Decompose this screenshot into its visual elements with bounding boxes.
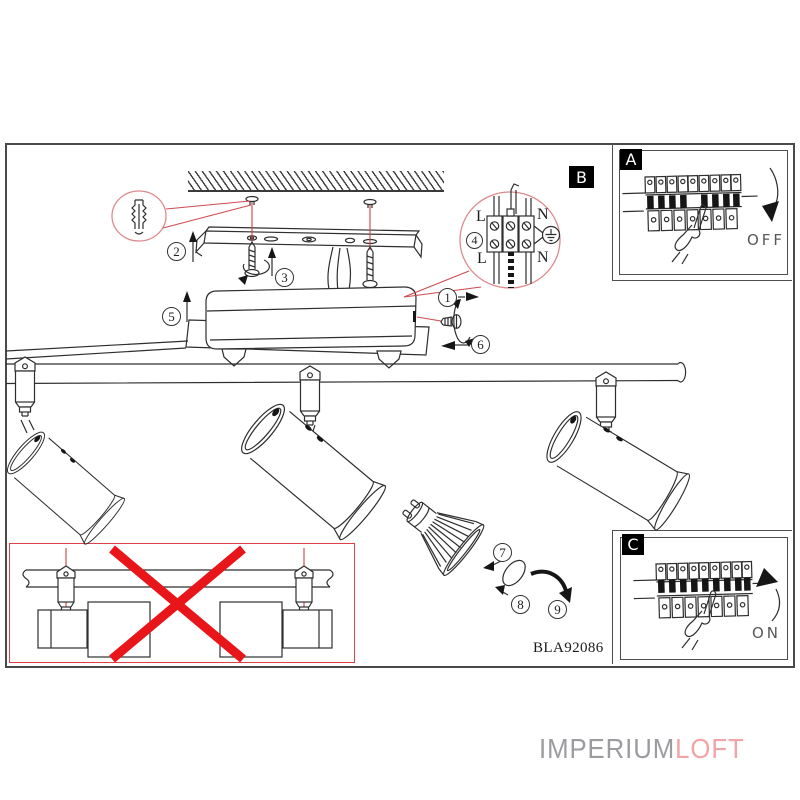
lamp-stem-1 <box>14 356 36 417</box>
gu10-bulb <box>402 499 485 577</box>
arrow-step7 <box>483 560 502 571</box>
mounting-bracket <box>195 226 423 259</box>
wall-plug-icon <box>131 199 147 235</box>
lamp-stem-3 <box>595 371 617 432</box>
inset-c-cell-top <box>612 530 792 531</box>
earth-ground-icon <box>541 225 561 245</box>
arrow-step6 <box>441 341 468 350</box>
diagram-outer-frame <box>5 143 795 668</box>
inset-a-cell-bottom <box>612 280 792 281</box>
off-label: OFF <box>747 231 786 249</box>
wrong-mounting-frame <box>9 543 355 663</box>
ceiling-screw-2 <box>363 198 377 208</box>
step-badge-9: 9 <box>548 600 567 619</box>
spotlight-head-1 <box>0 424 129 548</box>
ceiling-hatch <box>188 171 444 192</box>
on-label: ON <box>752 624 782 642</box>
wrong-mounting-drawing <box>22 545 334 663</box>
terminal-label-l-top: L <box>476 208 486 225</box>
brand-logo-primary: IMPERIUM <box>539 733 676 764</box>
arrow-up-step3 <box>268 247 276 276</box>
screw-alignment-lines <box>251 202 371 250</box>
breaker-panel-on <box>632 560 770 620</box>
brand-logo-secondary: LOFT <box>675 733 745 764</box>
divider-top-right <box>612 143 613 281</box>
terminal-label-n-top: N <box>537 206 549 223</box>
step-badge-2: 2 <box>167 242 186 261</box>
driven-screw-2 <box>362 245 378 289</box>
spotlight-head-3 <box>538 403 695 534</box>
inset-a-frame <box>619 150 788 275</box>
breaker-panel-off <box>621 173 759 233</box>
wall-plug-callout <box>111 190 252 242</box>
pointing-hand-icon <box>671 204 707 265</box>
section-badge-b: B <box>569 166 594 188</box>
track-bar <box>5 361 687 385</box>
arrow-on-curve <box>771 588 781 622</box>
arrow-up-step2 <box>189 231 197 262</box>
step-badge-1: 1 <box>438 288 457 307</box>
section-badge-a: A <box>620 149 642 170</box>
inset-c-drawing <box>632 560 781 651</box>
inset-c-frame <box>620 537 788 660</box>
arrow-off-head <box>762 201 779 222</box>
arrow-step8 <box>495 585 509 596</box>
divider-bottom-right <box>612 530 613 664</box>
arrow-up-step5 <box>183 291 191 322</box>
arrow-off-curve <box>769 167 779 204</box>
step-badge-7: 7 <box>493 543 512 562</box>
arrow-step9 <box>530 569 572 603</box>
step-badge-5: 5 <box>162 307 181 326</box>
step-badge-4: 4 <box>466 232 483 249</box>
canopy-housing <box>205 286 417 350</box>
step-badge-8: 8 <box>511 595 530 614</box>
model-number: BLA92086 <box>533 640 604 656</box>
retaining-ring <box>502 559 526 587</box>
terminal-label-l-bottom: L <box>477 250 487 267</box>
step-badge-3: 3 <box>275 268 294 287</box>
driven-screw-1 <box>238 240 270 285</box>
terminal-label-n-bottom: N <box>537 249 549 266</box>
yoke-1 <box>20 419 35 434</box>
inset-a-drawing <box>621 167 779 265</box>
lamp-stem-2 <box>299 365 321 426</box>
prohibited-cross-icon <box>109 545 246 663</box>
step-badge-6: 6 <box>471 335 490 354</box>
ceiling-screw-1 <box>245 195 259 205</box>
brand-logo: IMPERIUMLOFT <box>539 733 745 765</box>
terminal-callout <box>403 183 561 298</box>
arrow-on-head <box>756 568 778 587</box>
section-badge-c: C <box>622 534 644 555</box>
arrow-step1 <box>458 292 479 301</box>
terminal-block <box>486 183 544 288</box>
